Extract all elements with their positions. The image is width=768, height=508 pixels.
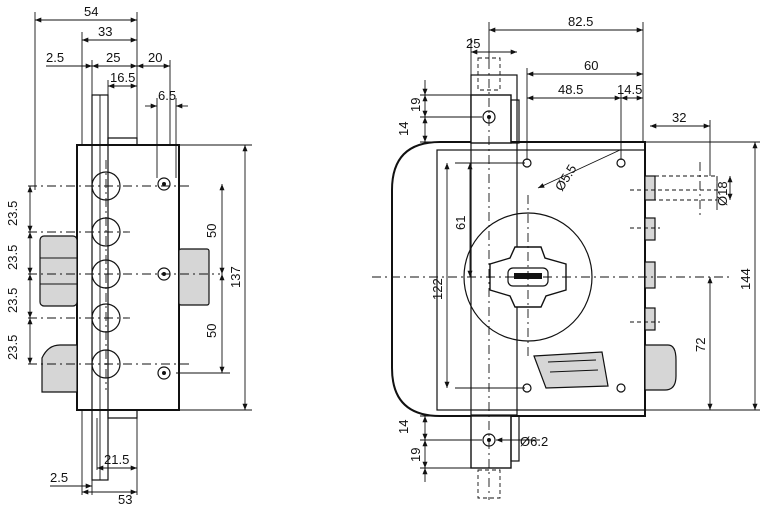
side-dim-33: 33	[98, 24, 112, 39]
side-dim-16-5: 16.5	[110, 70, 135, 85]
front-dim-60: 60	[584, 58, 598, 73]
side-dim-50-a: 50	[204, 224, 219, 238]
front-dim-18: Ø18	[715, 181, 730, 206]
side-dim-25: 25	[106, 50, 120, 65]
front-dim-82-5: 82.5	[568, 14, 593, 29]
side-dim-21-5: 21.5	[104, 452, 129, 467]
side-screw-holes	[157, 177, 171, 380]
front-dim-6-2: Ø6.2	[520, 434, 548, 449]
front-dim-5-5: Ø5.5	[552, 162, 580, 194]
side-deadbolt	[39, 235, 78, 393]
front-dim-25: 25	[466, 36, 480, 51]
front-dim-61: 61	[453, 216, 468, 230]
front-latch-handle	[533, 351, 609, 389]
side-dim-54: 54	[84, 4, 98, 19]
front-dim-14-5: 14.5	[617, 82, 642, 97]
front-dim-48-5: 48.5	[558, 82, 583, 97]
side-dim-23-5-b: 23.5	[5, 245, 20, 270]
front-dim-144: 144	[738, 268, 753, 290]
side-dim-6-5: 6.5	[158, 88, 176, 103]
side-dim-53: 53	[118, 492, 132, 507]
side-dim-2-5-top: 2.5	[46, 50, 64, 65]
side-latch	[178, 248, 210, 306]
front-dim-122: 122	[430, 278, 445, 300]
front-top-tab	[470, 94, 512, 144]
side-dim-23-5-a: 23.5	[5, 201, 20, 226]
front-dim-14-bottom: 14	[396, 420, 411, 434]
side-dim-23-5-c: 23.5	[5, 288, 20, 313]
side-dim-23-5-d: 23.5	[5, 335, 20, 360]
front-dim-19-bottom: 19	[408, 448, 423, 462]
front-dim-72: 72	[693, 338, 708, 352]
front-dim-32: 32	[672, 110, 686, 125]
front-side-bolts	[644, 175, 677, 391]
side-dim-137: 137	[228, 266, 243, 288]
front-view: 82.5 25 60 48.5 14.5 19 14 Ø5.5 32 Ø18 6…	[372, 14, 760, 500]
side-view: 54 33 2.5 25 20 16.5 6.5 23.5 23.5 23.5 …	[5, 4, 252, 507]
side-dim-50-b: 50	[204, 324, 219, 338]
side-dim-20: 20	[148, 50, 162, 65]
front-dim-19-top: 19	[408, 98, 423, 112]
side-dim-2-5-bottom: 2.5	[50, 470, 68, 485]
front-bottom-tab	[470, 415, 512, 469]
front-dim-14-top: 14	[396, 122, 411, 136]
